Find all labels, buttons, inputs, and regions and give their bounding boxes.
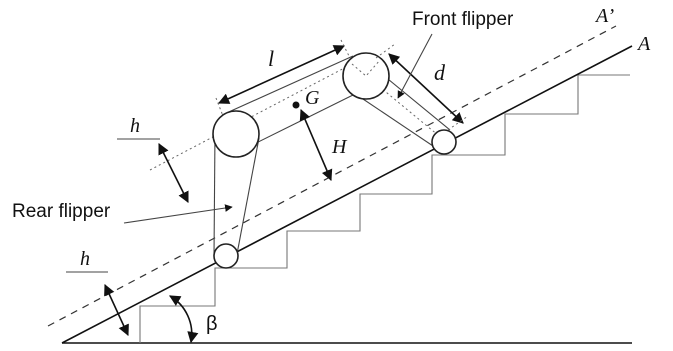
- dimension-h-lower-arrow: [104, 283, 129, 337]
- beta-angle-arc: [169, 295, 199, 344]
- dimension-H-arrow: [299, 108, 333, 182]
- front-wheel-center-mark: [351, 59, 381, 77]
- G-label: G: [305, 87, 320, 109]
- rear-wheel: [212, 110, 260, 158]
- rear-flipper-right: [236, 137, 260, 255]
- front-wheel: [342, 52, 390, 100]
- staircase: [139, 74, 630, 343]
- dimension-l-arrow: [217, 45, 346, 104]
- dimension-d-arrow: [388, 53, 464, 124]
- beta-label: β: [206, 313, 218, 335]
- rear-flipper-left: [213, 130, 216, 257]
- front-flipper-wheel: [431, 129, 457, 155]
- rear-flipper-label: Rear flipper: [12, 201, 111, 222]
- dashed-line-A-prime: [47, 25, 617, 327]
- robot: [212, 52, 457, 269]
- dimension-d-ext-bottom: [447, 115, 469, 131]
- slope-line-A: [61, 45, 633, 344]
- dimension-h-upper-arrow: [158, 142, 189, 204]
- rear-flipper-wheel: [213, 243, 239, 269]
- d-label: d: [434, 60, 446, 85]
- main-track-bottom: [241, 94, 354, 151]
- H-label: H: [331, 136, 348, 158]
- h-upper-label: h: [130, 115, 140, 137]
- h-lower-label: h: [80, 248, 90, 270]
- center-of-gravity-point: [292, 101, 300, 109]
- dimension-d-ext-top: [375, 43, 396, 59]
- dimension-l-ext-left: [215, 97, 224, 117]
- front-flipper-leader: [397, 33, 433, 99]
- A-prime-label: A’: [594, 5, 614, 27]
- front-flipper-label: Front flipper: [412, 9, 514, 30]
- main-track-top: [221, 55, 354, 116]
- front-flipper-lower: [359, 96, 437, 149]
- l-label: l: [268, 46, 274, 71]
- rear-flipper-leader: [123, 204, 233, 224]
- dimension-l-ext-right: [340, 39, 351, 59]
- A-label: A: [636, 33, 651, 55]
